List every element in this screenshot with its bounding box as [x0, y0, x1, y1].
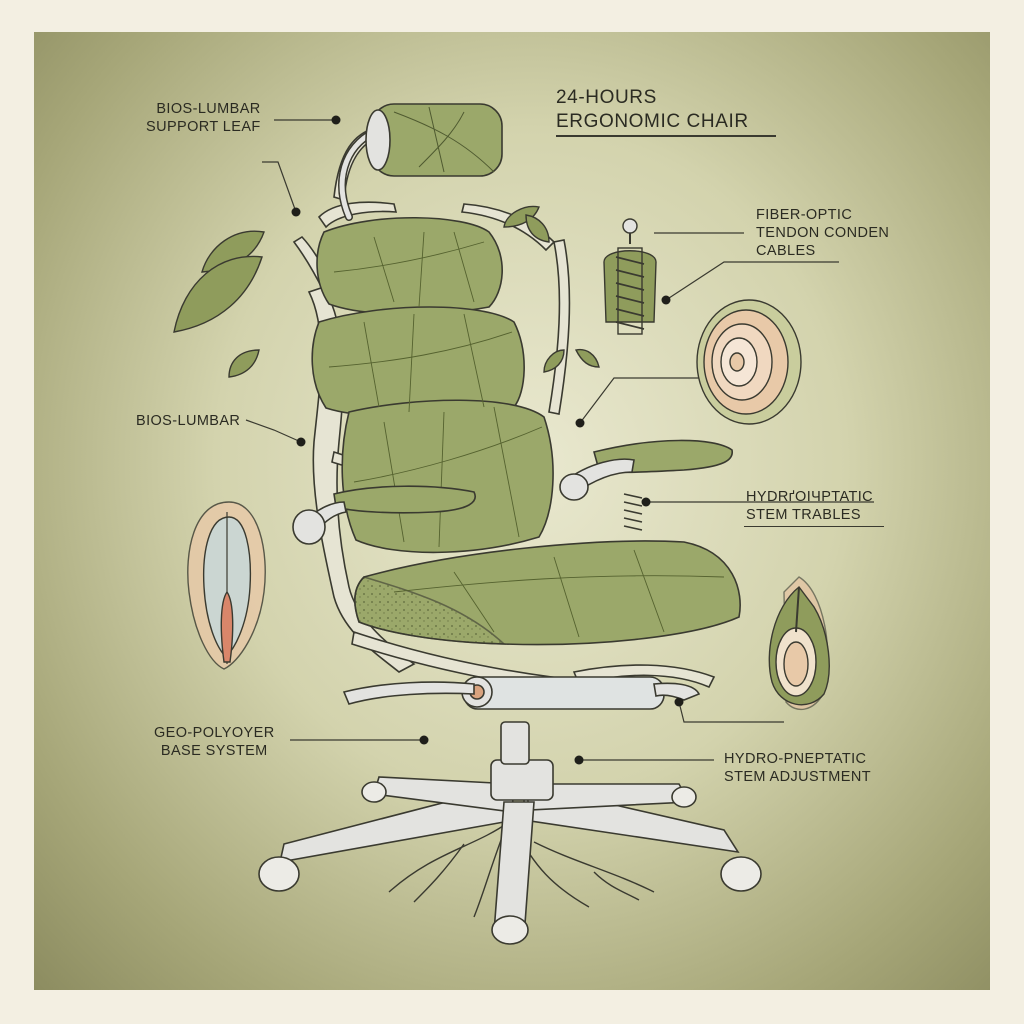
title-underline — [556, 135, 776, 137]
label-geo-polyoyer-base: GEO-POLYOYER BASE SYSTEM — [154, 725, 275, 759]
label-bios-lumbar: BIOS-LUMBAR — [136, 413, 241, 429]
seat-mechanism — [342, 676, 701, 710]
label-hydro-stem-trables: HYDRґOIЧPTATIC STEM TRABLES — [746, 489, 874, 523]
title-line-2: ERGONOMIC CHAIR — [556, 111, 749, 132]
leader-dots — [291, 115, 684, 765]
title-line-1: 24-HOURS — [556, 87, 657, 108]
small-spring — [623, 493, 643, 531]
label-fiber-optic-cables: FIBER-OPTIC TENDON CONDEN CABLES — [756, 207, 890, 259]
chair-illustration — [173, 103, 874, 945]
leaf-veins — [328, 231, 543, 548]
hydro-upper-underline — [744, 526, 884, 528]
chair-base — [278, 721, 740, 938]
caster-wheels — [258, 781, 762, 945]
diagram-frame: 24-HOURS ERGONOMIC CHAIR BIOS-LUMBAR SUP… — [34, 32, 990, 990]
armrests — [292, 439, 733, 545]
leader-lines — [245, 119, 874, 761]
decorative-leaves — [173, 205, 600, 378]
seed-diagram-right — [768, 576, 830, 711]
headrest — [365, 103, 503, 177]
label-hydro-stem-adjustment: HYDRO-PNEPTATIC STEM ADJUSTMENT — [724, 751, 871, 785]
label-lumbar-support-leaf: BIOS-LUMBAR SUPPORT LEAF — [146, 101, 261, 135]
cross-section — [696, 299, 802, 425]
seed-diagram-left — [187, 501, 266, 670]
spring-component — [603, 218, 657, 335]
seat-cushion — [354, 540, 741, 646]
diagram-title: 24-HOURS ERGONOMIC CHAIR — [556, 86, 776, 137]
